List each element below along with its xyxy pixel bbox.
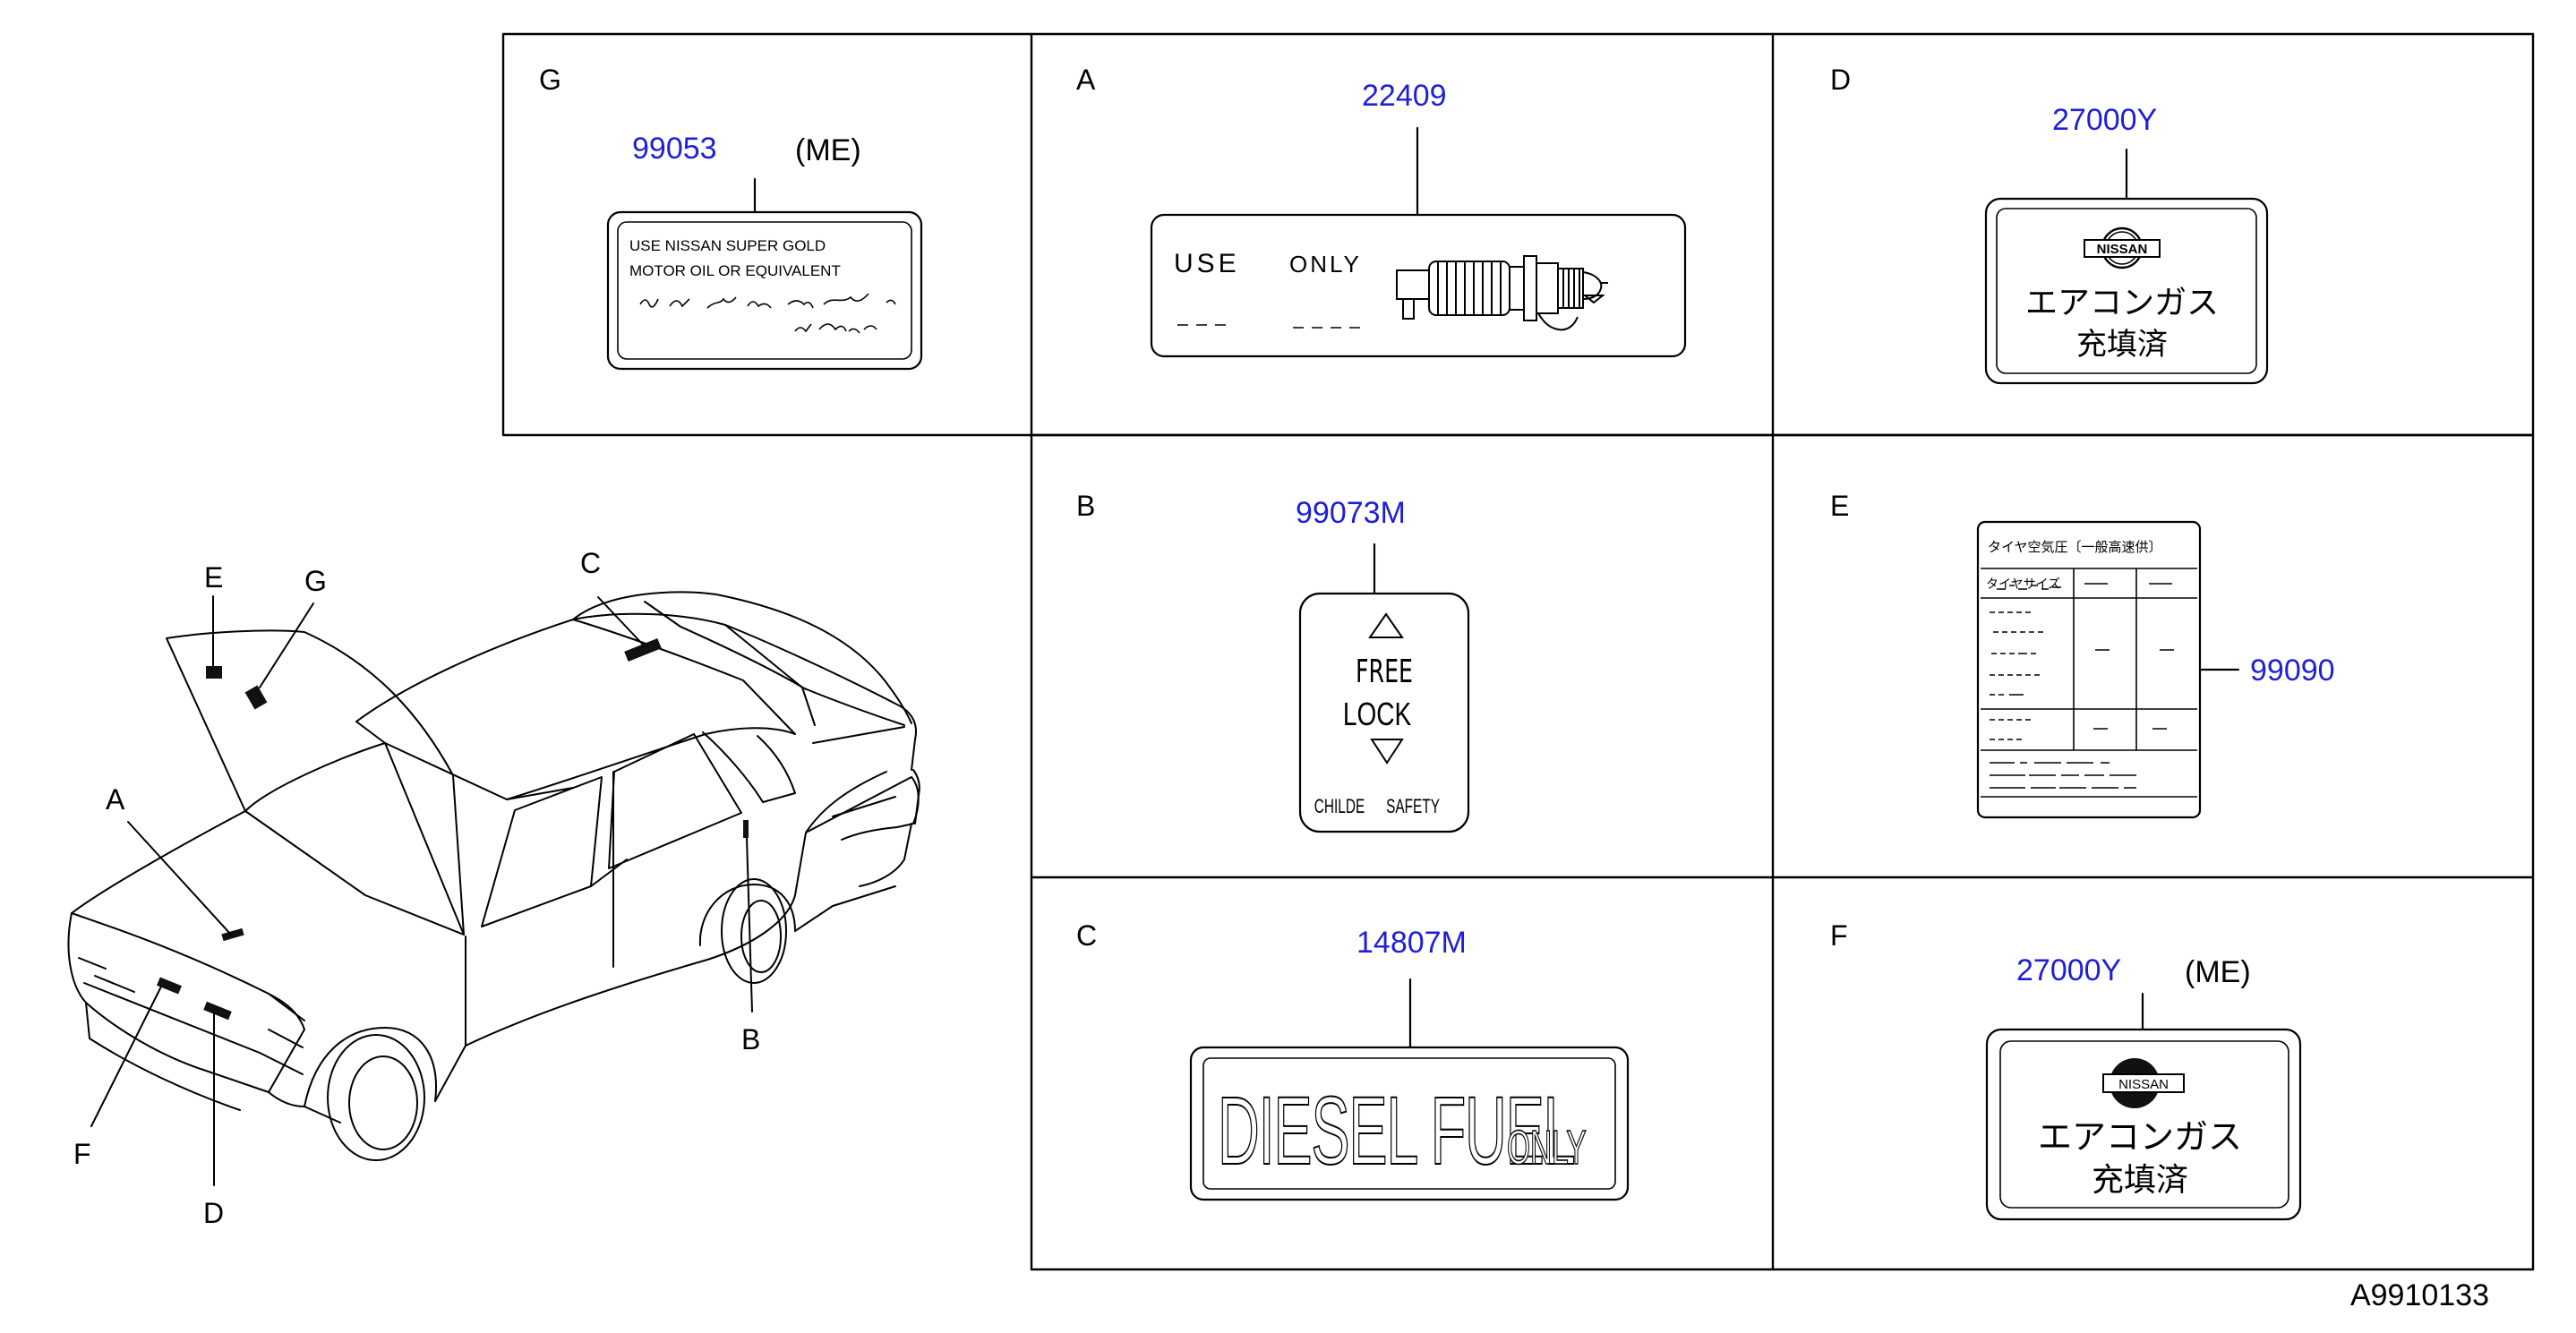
diesel-fuel-text: DIESEL FUEL — [1218, 1076, 1574, 1184]
nissan-logo-icon: NISSAN — [2084, 226, 2161, 269]
callout-e: E — [204, 561, 223, 594]
panel-g: G 99053 (ME) USE NISSAN SUPER GOLD MOTOR… — [539, 64, 923, 371]
ac-gas-text-f: エアコンガス — [2038, 1117, 2242, 1157]
callout-d: D — [203, 1197, 224, 1229]
diesel-fuel-label: DIESEL FUEL ONLY — [1189, 1046, 1630, 1201]
panel-f: F 27000Y (ME) NISSAN エアコンガス 充填済 — [1830, 919, 2302, 1221]
panel-letter-f: F — [1830, 919, 1848, 952]
ac-gas-label-me: NISSAN エアコンガス 充填済 — [1985, 1028, 2302, 1221]
tire-table-lines — [1981, 568, 2197, 798]
free-text: FREE — [1356, 653, 1413, 690]
panel-c: C 14807M DIESEL FUEL ONLY — [1076, 919, 1630, 1201]
childe-text: CHILDE — [1314, 796, 1365, 817]
panel-d: D 27000Y NISSAN エアコンガス 充填済 — [1830, 64, 2269, 385]
lock-text: LOCK — [1343, 696, 1412, 732]
part-number-99073m[interactable]: 99073M — [1296, 496, 1406, 530]
panel-letter-g: G — [539, 64, 561, 96]
part-number-14807m[interactable]: 14807M — [1356, 926, 1467, 960]
car-illustration — [67, 591, 920, 1186]
part-number-27000y[interactable]: 27000Y — [2052, 103, 2157, 137]
part-number-99053[interactable]: 99053 — [632, 132, 717, 166]
arrow-down-icon — [1370, 739, 1404, 765]
part-number-22409[interactable]: 22409 — [1362, 79, 1447, 113]
car-callout-letters: E G C A B F D — [73, 547, 760, 1229]
panel-e: E 99090 タイヤ空気圧〔一般高速供〕 タイヤサイズ — [1830, 490, 2335, 819]
only-text: ONLY — [1507, 1120, 1587, 1175]
spark-plug-icon — [1396, 255, 1608, 331]
market-suffix-me-f: (ME) — [2185, 955, 2251, 989]
oil-label-line1: USE NISSAN SUPER GOLD — [629, 237, 826, 254]
ac-gas-label: NISSAN エアコンガス 充填済 — [1984, 197, 2269, 385]
panel-letter-d: D — [1830, 64, 1851, 96]
panel-letter-e: E — [1830, 490, 1849, 522]
filled-text: 充填済 — [2076, 327, 2168, 363]
safety-text: SAFETY — [1386, 796, 1440, 817]
tire-pressure-label: タイヤ空気圧〔一般高速供〕 タイヤサイズ — [1976, 520, 2202, 819]
label-use-text: USE — [1174, 249, 1240, 278]
callout-a: A — [106, 783, 125, 816]
drawing-id: A9910133 — [2350, 1278, 2489, 1312]
panel-letter-c: C — [1076, 919, 1097, 952]
panel-letter-b: B — [1076, 490, 1095, 522]
oil-label-line2: MOTOR OIL OR EQUIVALENT — [629, 262, 841, 279]
panel-b: B 99073M FREE LOCK CHILDE SAFETY — [1076, 490, 1470, 833]
ac-gas-text: エアコンガス — [2025, 285, 2219, 321]
market-suffix-me: (ME) — [795, 133, 861, 167]
panel-letter-a: A — [1076, 64, 1096, 96]
part-number-99090[interactable]: 99090 — [2250, 654, 2335, 688]
oil-label: USE NISSAN SUPER GOLD MOTOR OIL OR EQUIV… — [606, 210, 923, 371]
nissan-logo-text: NISSAN — [2097, 242, 2148, 257]
filled-text-f: 充填済 — [2092, 1162, 2188, 1199]
nissan-logo-text-f: NISSAN — [2118, 1077, 2169, 1092]
panel-a: A 22409 USE ONLY — [1076, 64, 1687, 358]
spark-plug-label: USE ONLY — [1150, 213, 1687, 358]
callout-b: B — [741, 1023, 760, 1055]
panel-grid — [501, 32, 2535, 1271]
callout-f: F — [73, 1138, 91, 1170]
callout-c: C — [580, 547, 601, 579]
tire-size-label: タイヤサイズ — [1986, 577, 2060, 592]
label-only-text: ONLY — [1289, 251, 1362, 278]
callout-g: G — [304, 565, 327, 597]
arrow-up-icon — [1368, 612, 1404, 638]
child-safety-lock-label: FREE LOCK CHILDE SAFETY — [1298, 592, 1470, 833]
arabic-script-scribble — [639, 293, 896, 334]
tire-pressure-heading: タイヤ空気圧〔一般高速供〕 — [1988, 539, 2162, 555]
nissan-logo-icon-f: NISSAN — [2102, 1058, 2185, 1108]
part-number-27000y-me[interactable]: 27000Y — [2016, 953, 2121, 987]
